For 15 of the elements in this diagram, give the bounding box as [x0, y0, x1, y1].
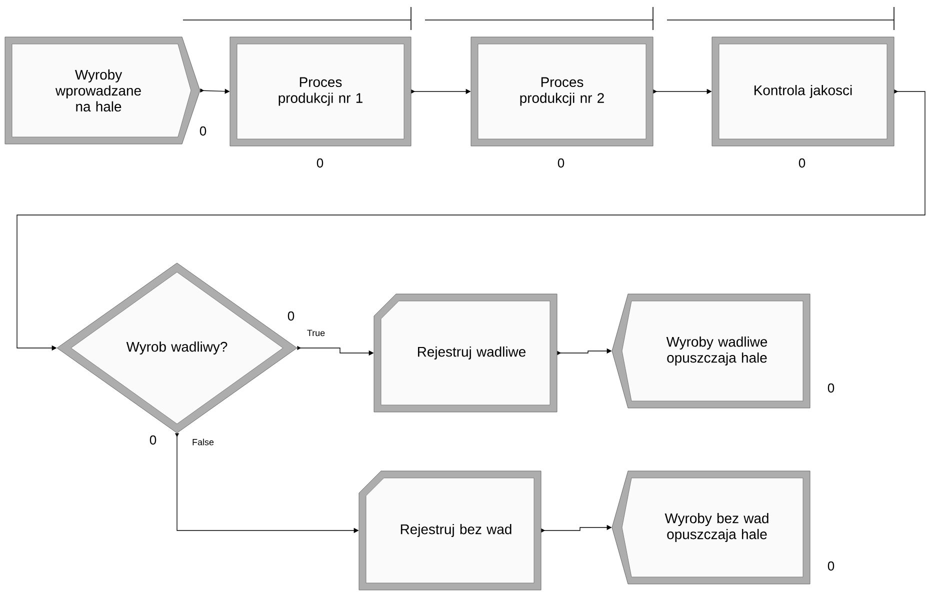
counter-label: 0 [150, 435, 156, 445]
counter-label: 0 [558, 158, 564, 168]
counter-label: 0 [316, 158, 324, 168]
counter-label: 0 [798, 158, 806, 168]
counter-label: 0 [828, 561, 834, 571]
edge-label: True [307, 330, 325, 336]
record-box: Rejestruj wadliwe [374, 294, 558, 412]
process-box: Proces produkcji nr 1 [230, 36, 412, 146]
counter-label: 0 [288, 311, 294, 321]
process-box: Kontrola jakosci [712, 36, 894, 146]
counter-label: 0 [200, 126, 206, 136]
counter-label: 0 [828, 383, 834, 393]
process-box: Proces produkcji nr 2 [470, 36, 654, 146]
record-box: Rejestruj bez wad [358, 470, 542, 590]
edge-label: False [192, 438, 214, 446]
